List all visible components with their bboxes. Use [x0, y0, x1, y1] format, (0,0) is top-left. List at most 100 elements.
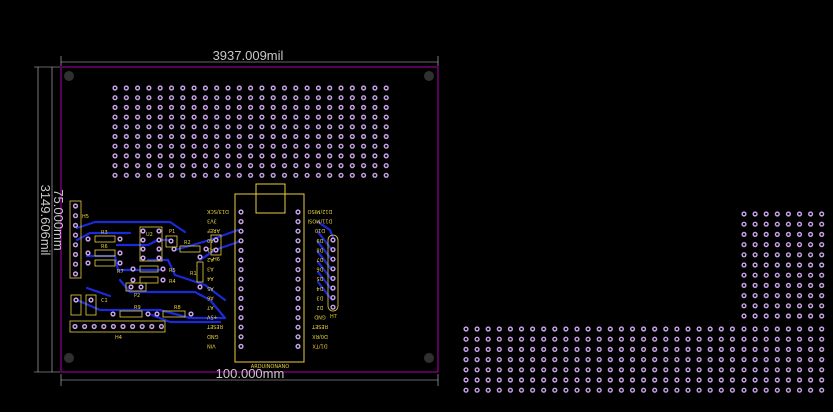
grid-pad: [774, 303, 780, 309]
grid-pad: [752, 346, 758, 352]
grid-pad: [530, 357, 536, 363]
grid-pad: [236, 153, 242, 159]
grid-pad: [191, 124, 197, 130]
arduino-pin-label: D4: [316, 285, 323, 291]
connector-p1[interactable]: P1: [165, 229, 178, 248]
grid-pad: [785, 231, 792, 237]
grid-pad: [315, 104, 321, 110]
grid-pad: [663, 357, 669, 363]
grid-pad: [112, 85, 118, 91]
grid-pad: [641, 346, 647, 352]
grid-pad: [168, 163, 175, 169]
grid-pad: [191, 133, 197, 140]
grid-pad: [785, 313, 792, 319]
header-h5[interactable]: H5: [69, 200, 89, 279]
grid-pad: [507, 357, 513, 363]
grid-pad: [641, 326, 647, 332]
resistor-r5[interactable]: R5: [130, 265, 176, 274]
arduino-nano-footprint[interactable]: D13/SCK3V3AREFA0A1A2A3A4A5A6A7+5VRESETGN…: [206, 183, 332, 370]
grid-pad: [663, 336, 669, 342]
grid-pad: [596, 346, 602, 352]
arduino-pin: [238, 228, 244, 234]
resistor-r9[interactable]: R9: [110, 305, 151, 318]
grid-pad: [808, 272, 814, 278]
grid-pad: [236, 114, 242, 120]
grid-pad: [383, 114, 389, 120]
grid-pad: [796, 313, 803, 319]
grid-pad: [819, 367, 825, 373]
grid-pad: [248, 95, 254, 101]
grid-pad: [146, 172, 152, 178]
grid-pad: [259, 163, 265, 169]
ic-u2[interactable]: U2: [139, 226, 163, 262]
connector-p2[interactable]: P2: [125, 282, 147, 299]
grid-pad: [304, 114, 310, 120]
grid-pad: [563, 346, 569, 352]
grid-pad: [361, 172, 367, 178]
grid-pad: [304, 172, 310, 178]
header-pin: [72, 261, 79, 267]
grid-pad: [281, 114, 288, 120]
resistor-r2[interactable]: R2: [171, 240, 209, 253]
grid-pad: [383, 85, 389, 91]
grid-pad: [685, 387, 691, 393]
grid-pad: [270, 104, 276, 110]
grid-pad: [463, 336, 469, 342]
grid-pad: [214, 85, 220, 91]
capacitor-c1[interactable]: C1: [70, 294, 108, 316]
grid-pad: [372, 163, 378, 169]
grid-pad: [123, 104, 129, 110]
grid-pad: [674, 357, 680, 363]
grid-pad: [191, 95, 197, 101]
grid-pad: [293, 124, 299, 130]
grid-pad: [763, 367, 769, 373]
grid-pad: [123, 95, 129, 101]
grid-pad: [785, 357, 792, 363]
grid-pad: [741, 242, 747, 248]
grid-pad: [135, 153, 141, 159]
grid-pad: [259, 133, 265, 140]
grid-pad: [741, 367, 747, 373]
grid-pad: [741, 262, 747, 268]
grid-pad: [361, 95, 367, 101]
header-h4[interactable]: H4: [69, 320, 166, 341]
resistor-r4[interactable]: R4: [130, 276, 176, 285]
grid-pad: [214, 153, 220, 159]
resistor-r1[interactable]: R1: [190, 254, 204, 290]
grid-pad: [808, 211, 814, 217]
grid-pad: [315, 172, 321, 178]
grid-pad: [641, 336, 647, 342]
grid-pad: [135, 104, 141, 110]
grid-pad: [752, 336, 758, 342]
header-h7[interactable]: H7: [327, 234, 339, 320]
grid-pad: [629, 346, 636, 352]
resistor-r6[interactable]: R6: [85, 244, 123, 257]
r8-label: R8: [174, 305, 181, 311]
width-dimension: [60, 56, 439, 386]
grid-pad: [270, 85, 276, 91]
grid-pad: [496, 367, 502, 373]
grid-pad: [674, 377, 680, 383]
prototype-pad-grid-top[interactable]: [112, 85, 389, 178]
prototype-pad-grid-right[interactable]: [463, 211, 825, 393]
grid-pad: [214, 163, 220, 169]
grid-pad: [146, 143, 152, 149]
grid-pad: [763, 313, 769, 319]
mounting-hole: [424, 353, 434, 363]
resistor-r8[interactable]: R8: [154, 305, 194, 318]
grid-pad: [596, 367, 602, 373]
grid-pad: [563, 377, 569, 383]
resistor-r7[interactable]: R7: [85, 259, 124, 275]
grid-pad: [774, 262, 780, 268]
grid-pad: [785, 336, 792, 342]
resistor-r3[interactable]: R3: [85, 230, 123, 243]
grid-pad: [741, 211, 747, 217]
grid-pad: [474, 387, 480, 393]
grid-pad: [685, 326, 691, 332]
grid-pad: [785, 326, 792, 332]
grid-pad: [752, 262, 758, 268]
grid-pad: [349, 95, 355, 101]
header-h6[interactable]: H6: [210, 234, 222, 263]
grid-pad: [774, 242, 780, 248]
